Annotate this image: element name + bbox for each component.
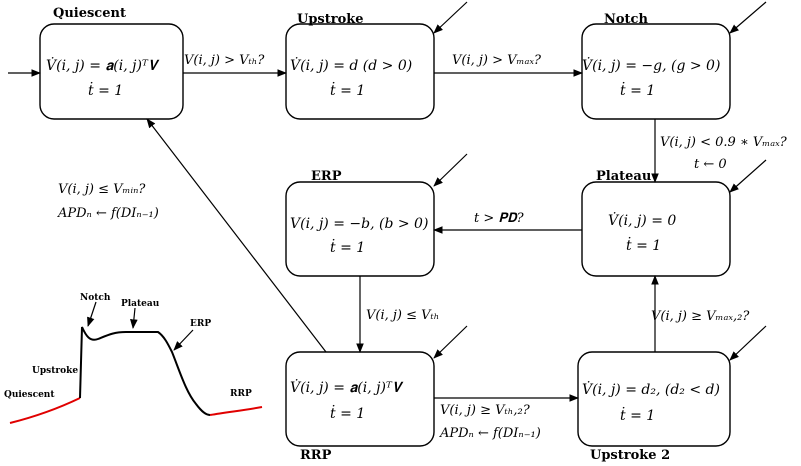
inset-label-upstroke: Upstroke xyxy=(32,366,78,376)
state-clock: ṫ = 1 xyxy=(330,404,365,422)
inset-label-plateau: Plateau xyxy=(121,299,160,309)
state-clock: ṫ = 1 xyxy=(626,236,661,254)
inset-notch-pointer xyxy=(87,301,97,327)
state-upstroke: Upstroke V̇(i, j) = d (d > 0) ṫ = 1 xyxy=(285,12,435,120)
inset-label-notch: Notch xyxy=(80,293,111,303)
state-equation: V(i, j) = −b, (b > 0) xyxy=(290,216,428,232)
stimulus-arrow-plateau xyxy=(729,159,767,193)
inset-erp-pointer xyxy=(173,329,194,351)
state-clock: ṫ = 1 xyxy=(330,238,365,256)
guard-plateau-to-erp: t > 𝐏𝐃? xyxy=(474,211,525,226)
ap-baseline-quiescent xyxy=(9,397,81,424)
state-equation: V̇(i, j) = d₂, (d₂ < d) xyxy=(582,380,720,398)
state-title: Upstroke xyxy=(297,12,364,27)
state-title: Notch xyxy=(604,12,648,27)
stimulus-arrow-upstroke2 xyxy=(729,325,767,361)
state-equation: V̇(i, j) = 0 xyxy=(608,211,676,229)
guard-erp-to-rrp: V(i, j) ≤ Vₜₕ xyxy=(366,308,439,323)
guard-upstroke-to-notch: V(i, j) > Vₘₐₓ? xyxy=(452,53,542,68)
reset-notch-to-plateau: t ← 0 xyxy=(694,157,727,172)
guard-upstroke2-to-plateau: V(i, j) ≥ Vₘₐₓ,₂? xyxy=(651,309,750,324)
guard-rrp-to-quiescent: V(i, j) ≤ Vₘᵢₙ? xyxy=(58,182,146,197)
ap-trace xyxy=(79,326,211,416)
state-box xyxy=(285,351,435,447)
inset-label-quiescent: Quiescent xyxy=(4,390,55,400)
state-clock: ṫ = 1 xyxy=(330,81,365,99)
state-quiescent: Quiescent V̇(i, j) = 𝐚(i, j)ᵀ𝐕 ṫ = 1 xyxy=(39,6,184,120)
state-title: RRP xyxy=(300,448,332,463)
inset-label-rrp: RRP xyxy=(230,389,252,399)
state-clock: ṫ = 1 xyxy=(620,406,655,424)
state-equation: V̇(i, j) = 𝐚(i, j)ᵀ𝐕 xyxy=(290,378,404,396)
ap-baseline-rrp xyxy=(209,406,263,416)
state-equation: V̇(i, j) = −g, (g > 0) xyxy=(582,56,720,74)
stimulus-arrow-notch xyxy=(729,1,767,34)
guard-rrp-to-upstroke2: V(i, j) ≥ Vₜₕ,₂? xyxy=(440,403,531,418)
state-title: ERP xyxy=(311,169,342,184)
state-upstroke-2: Upstroke 2 V̇(i, j) = d₂, (d₂ < d) ṫ = 1 xyxy=(577,351,731,463)
state-title: Plateau xyxy=(596,169,651,184)
state-equation: V̇(i, j) = 𝐚(i, j)ᵀ𝐕 xyxy=(46,56,160,74)
inset-label-erp: ERP xyxy=(190,319,211,329)
state-clock: ṫ = 1 xyxy=(88,81,123,99)
reset-rrp-to-upstroke2: APDₙ ← f(DIₙ₋₁) xyxy=(439,426,541,441)
state-rrp: RRP V̇(i, j) = 𝐚(i, j)ᵀ𝐕 ṫ = 1 xyxy=(285,351,435,463)
arrow-rrp-to-quiescent xyxy=(146,118,327,353)
stimulus-arrow-rrp xyxy=(433,325,468,359)
state-title: Upstroke 2 xyxy=(590,448,670,463)
action-potential-inset: Notch Plateau ERP Upstroke Quiescent RRP xyxy=(4,293,263,424)
stimulus-arrow-upstroke xyxy=(433,1,468,34)
state-box xyxy=(577,351,731,447)
state-box xyxy=(581,181,731,277)
state-title: Quiescent xyxy=(53,6,126,21)
state-clock: ṫ = 1 xyxy=(620,81,655,99)
state-equation: V̇(i, j) = d (d > 0) xyxy=(290,56,412,74)
state-plateau: Plateau V̇(i, j) = 0 ṫ = 1 xyxy=(581,169,731,277)
guard-quiescent-to-upstroke: V(i, j) > Vₜₕ? xyxy=(184,53,265,68)
reset-rrp-to-quiescent: APDₙ ← f(DIₙ₋₁) xyxy=(57,206,159,221)
guard-notch-to-plateau: V(i, j) < 0.9 ∗ Vₘₐₓ? xyxy=(660,135,788,150)
stimulus-arrow-erp xyxy=(433,153,468,187)
inset-plateau-pointer xyxy=(130,307,138,329)
state-notch: Notch V̇(i, j) = −g, (g > 0) ṫ = 1 xyxy=(581,12,731,120)
state-erp: ERP V(i, j) = −b, (b > 0) ṫ = 1 xyxy=(285,169,435,277)
